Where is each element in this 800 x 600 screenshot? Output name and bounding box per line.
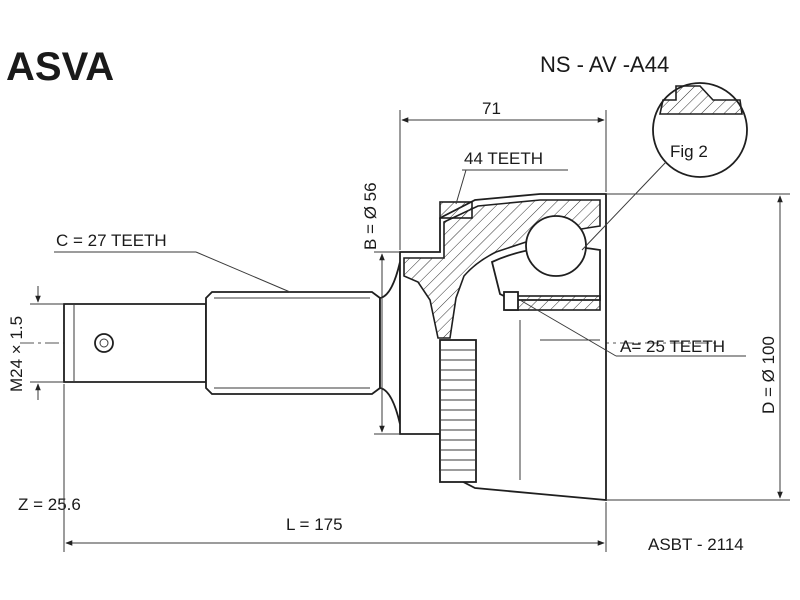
cotter-pin-hole-inner xyxy=(99,338,109,348)
fig2-label: Fig 2 xyxy=(670,142,708,161)
m-thread-label: M24 × 1.5 xyxy=(7,316,26,392)
dim-71: 71 xyxy=(482,99,501,118)
inner-race-hatch xyxy=(505,295,601,311)
teeth-44-label: 44 TEETH xyxy=(464,149,543,168)
teeth-44-leader xyxy=(455,169,467,205)
z-value: Z = 25.6 xyxy=(18,495,81,514)
part-number: NS - AV -A44 xyxy=(540,52,669,77)
c-teeth-label: C = 27 TEETH xyxy=(56,231,167,250)
fig2-spline-profile xyxy=(659,85,743,115)
b-diameter: B = Ø 56 xyxy=(361,182,380,250)
d-diameter: D = Ø 100 xyxy=(759,336,778,414)
a-teeth-label: A= 25 TEETH xyxy=(620,337,725,356)
splined-shaft xyxy=(205,291,381,395)
tone-ring-top xyxy=(439,201,473,219)
abs-ring-teeth xyxy=(440,349,476,471)
brand-title: ASVA xyxy=(6,45,114,89)
shaft-neck xyxy=(379,261,401,425)
fig2-leader xyxy=(581,161,667,251)
ref-code: ASBT - 2114 xyxy=(648,535,744,554)
threaded-end xyxy=(63,303,207,383)
a-teeth-leader xyxy=(519,299,617,357)
ball xyxy=(525,215,587,277)
cotter-pin-hole xyxy=(94,333,114,353)
c-teeth-leader xyxy=(195,251,291,293)
retaining-clip xyxy=(503,291,519,311)
abs-ring xyxy=(439,339,477,483)
length-value: L = 175 xyxy=(286,515,343,534)
